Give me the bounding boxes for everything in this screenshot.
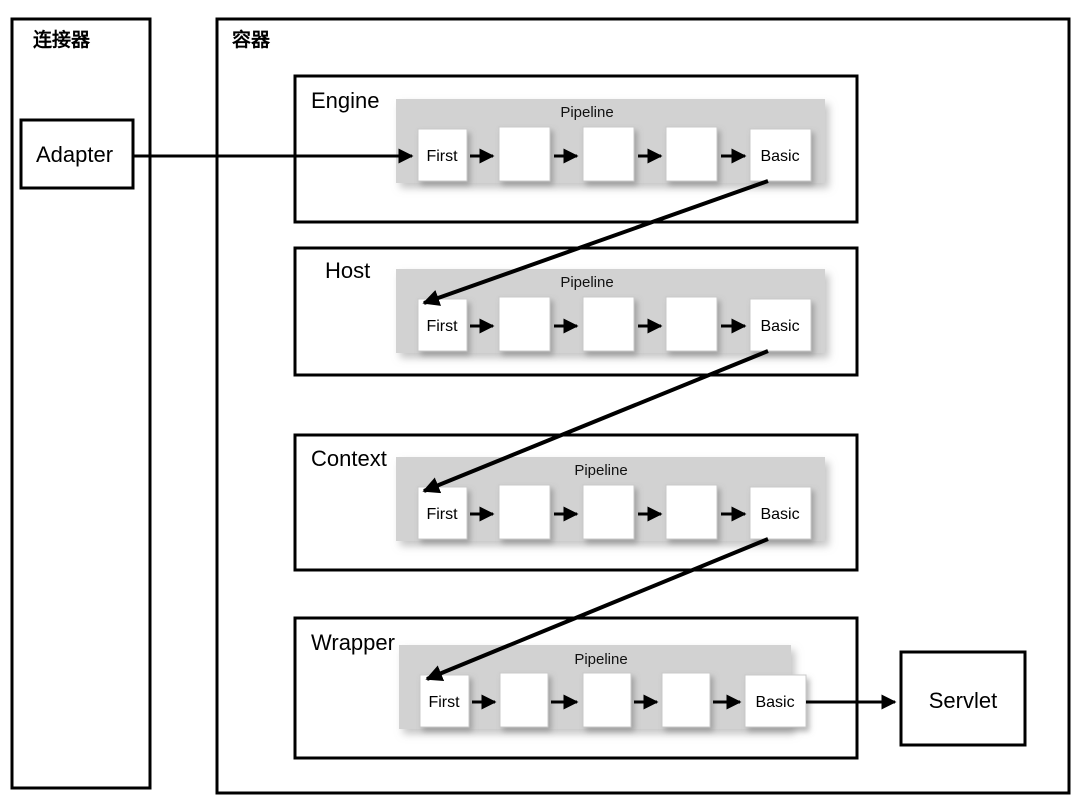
wrapper-valve-first bbox=[419, 674, 470, 728]
adapter-box bbox=[19, 118, 135, 190]
context-valve-first bbox=[417, 486, 468, 540]
context-to-wrapper-arrow bbox=[425, 537, 769, 682]
engine-valve-2 bbox=[498, 126, 551, 182]
host-valve-first-label: First bbox=[426, 318, 458, 335]
context-valve-basic bbox=[749, 486, 812, 540]
level-engine: Engine Pipeline First Basic bbox=[293, 74, 859, 224]
context-label: Context bbox=[311, 446, 387, 471]
wrapper-label: Wrapper bbox=[311, 630, 395, 655]
servlet-label: Servlet bbox=[929, 688, 997, 713]
servlet-box bbox=[899, 650, 1027, 747]
context-pipeline-label: Pipeline bbox=[574, 462, 627, 479]
engine-valve-basic-label: Basic bbox=[760, 148, 799, 165]
context-valve-first-label: First bbox=[426, 506, 458, 523]
connector-title: 连接器 bbox=[33, 28, 91, 51]
host-label: Host bbox=[325, 258, 370, 283]
wrapper-pipeline-label: Pipeline bbox=[574, 651, 627, 668]
level-wrapper: Wrapper Pipeline First Basic bbox=[293, 616, 859, 760]
host-pipeline-label: Pipeline bbox=[560, 274, 613, 291]
level-context: Context Pipeline First Basic bbox=[293, 433, 859, 572]
engine-valve-3 bbox=[582, 126, 635, 182]
engine-to-host-arrow bbox=[422, 179, 769, 306]
engine-valve-first bbox=[417, 128, 468, 182]
host-valve-basic-label: Basic bbox=[760, 318, 799, 335]
host-valve-4 bbox=[665, 296, 718, 352]
engine-valve-4 bbox=[665, 126, 718, 182]
container-title: 容器 bbox=[232, 28, 271, 51]
context-valve-2 bbox=[498, 484, 551, 540]
engine-valve-first-label: First bbox=[426, 148, 458, 165]
wrapper-valve-2 bbox=[499, 672, 549, 728]
context-valve-4 bbox=[665, 484, 718, 540]
host-valve-3 bbox=[582, 296, 635, 352]
context-valve-basic-label: Basic bbox=[760, 506, 799, 523]
level-host: Host Pipeline First Basic bbox=[293, 246, 859, 377]
engine-pipeline-label: Pipeline bbox=[560, 104, 613, 121]
wrapper-valve-3 bbox=[582, 672, 632, 728]
wrapper-valve-4 bbox=[661, 672, 711, 728]
context-valve-3 bbox=[582, 484, 635, 540]
engine-label: Engine bbox=[311, 88, 380, 113]
host-valve-first bbox=[417, 298, 468, 352]
host-valve-basic bbox=[749, 298, 812, 352]
wrapper-valve-first-label: First bbox=[428, 694, 460, 711]
adapter-label: Adapter bbox=[36, 142, 113, 167]
wrapper-valve-basic-label: Basic bbox=[755, 694, 794, 711]
host-to-context-arrow bbox=[422, 349, 769, 494]
host-valve-2 bbox=[498, 296, 551, 352]
engine-valve-basic bbox=[749, 128, 812, 182]
wrapper-valve-basic bbox=[744, 674, 807, 728]
